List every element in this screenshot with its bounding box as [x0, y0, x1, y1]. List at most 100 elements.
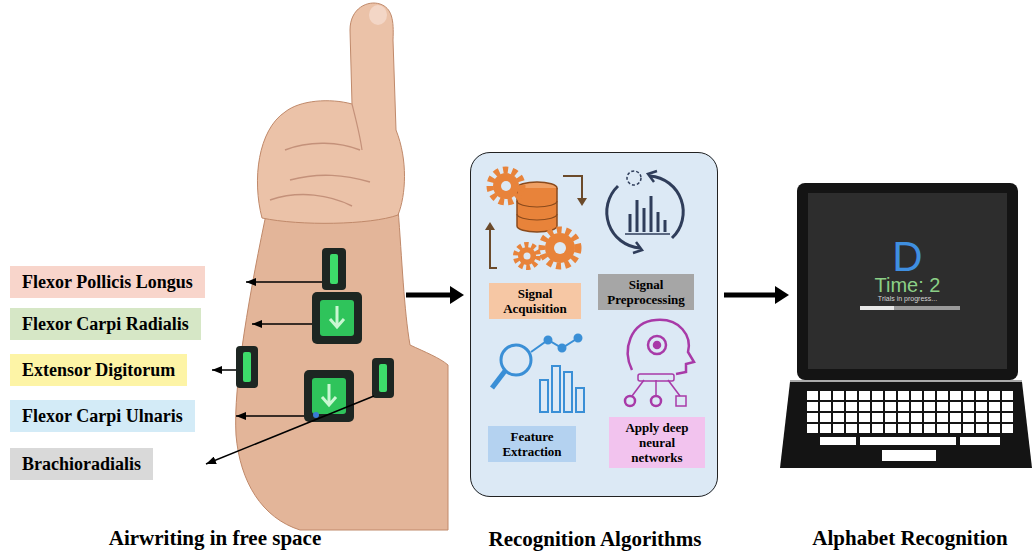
photo-panel: Airwriting in free space [60, 0, 400, 520]
laptop [790, 381, 1022, 382]
leader-line [206, 396, 374, 464]
laptop [882, 450, 936, 461]
laptop [960, 437, 1000, 445]
acquisition-icon [518, 247, 536, 265]
preprocessing-icon [625, 233, 670, 235]
emg-sensor [330, 254, 338, 284]
muscle-name: Brachioradialis [22, 454, 141, 474]
preprocessing-icon [629, 214, 632, 232]
acquisition-icon [524, 253, 531, 260]
arm-photo [257, 3, 404, 223]
preprocessing-icon [607, 186, 640, 248]
leader-line [246, 281, 322, 283]
muscle-name: Flexor Carpi Ulnaris [22, 406, 183, 426]
preprocessing-icon [664, 220, 667, 232]
muscle-label: Flexor Carpi Ulnaris [10, 400, 195, 432]
preprocessing-icon [607, 171, 683, 253]
leader-line [236, 415, 304, 417]
feature-icon [564, 372, 572, 412]
feature-icon [492, 335, 584, 412]
network-icon [668, 380, 680, 396]
step-label: Apply deep neural networks [614, 420, 700, 465]
emg-sensor [320, 300, 354, 336]
step-box: Feature Extraction [488, 426, 576, 462]
flow-arrow [406, 286, 464, 304]
acquisition-icon [517, 188, 557, 232]
muscle-name: Extensor Digitorum [22, 360, 175, 380]
feature-icon [576, 388, 584, 412]
emg-sensor [372, 358, 394, 398]
arrow-shaft [406, 293, 452, 298]
step-label: Signal Preprocessing [603, 277, 689, 307]
network-icon [625, 396, 635, 406]
network-icon [648, 336, 666, 354]
feature-icon [559, 345, 565, 351]
preprocessing-icon [650, 176, 683, 238]
leader-line [252, 323, 312, 325]
laptop [860, 306, 894, 310]
laptop [860, 437, 956, 445]
muscle-label: Flexor Carpi Radialis [10, 308, 201, 340]
caption: Recognition Algorithms [489, 527, 702, 551]
acquisition-icon [516, 245, 538, 267]
arm-photo [290, 175, 370, 182]
arm-photo [236, 3, 448, 530]
feature-icon [540, 380, 548, 412]
arm-photo [270, 195, 352, 206]
muscle-label: Flexor Pollicis Longus [10, 266, 205, 298]
screen-letter: D [795, 236, 1020, 278]
acquisition-icon [485, 170, 587, 268]
network-icon [676, 396, 686, 406]
network-icon [654, 342, 660, 348]
emg-sensor [312, 292, 362, 344]
leader-line [212, 369, 236, 371]
arrow-shaft [724, 293, 777, 298]
preprocessing-icon [627, 171, 641, 185]
preprocessing-icon [648, 171, 657, 182]
acquisition-icon [517, 201, 557, 220]
laptop-screen: DTime: 2Trials in progress...Alphabet Re… [795, 182, 1020, 382]
emg-sensor [236, 346, 258, 388]
laptop [806, 390, 1014, 434]
feature-icon [575, 335, 581, 341]
panel-fill [470, 152, 718, 497]
network-icon [655, 380, 657, 396]
emg-sensor [322, 384, 336, 405]
acquisition-icon [542, 230, 578, 266]
screen-timer: Time: 2 [795, 274, 1020, 296]
emg-sensor [312, 292, 362, 344]
preprocessing-icon [657, 212, 660, 232]
muscle-label: Extensor Digitorum [10, 354, 187, 386]
network-icon [632, 380, 644, 396]
flow-arrow [724, 286, 789, 304]
emg-sensor [322, 248, 346, 290]
network-icon [638, 374, 674, 381]
preprocessing-icon [643, 208, 646, 232]
acquisition-icon [485, 222, 495, 230]
arrow-head [450, 286, 464, 304]
feature-icon [501, 345, 531, 375]
acquisition-icon [490, 170, 522, 202]
feature-icon [545, 337, 551, 343]
feature-icon [492, 371, 505, 388]
muscle-name: Flexor Carpi Radialis [22, 314, 189, 334]
step-label: Signal Acquisition [494, 286, 576, 316]
screen-status: Trials in progress... [795, 295, 1020, 302]
laptop [780, 183, 1032, 468]
acquisition-icon [493, 173, 519, 199]
emg-sensor [372, 358, 394, 398]
step-box: Signal Preprocessing [598, 274, 694, 310]
algorithm-panel: Recognition AlgorithmsSignal Acquisition… [470, 152, 718, 497]
muscle-name: Flexor Pollicis Longus [22, 272, 193, 292]
emg-sensor [379, 364, 387, 392]
preprocessing-icon [633, 242, 642, 253]
arrow-head [775, 286, 789, 304]
feature-icon [552, 366, 560, 412]
arm-photo [285, 143, 360, 150]
feature-icon [531, 338, 578, 352]
laptop [820, 437, 856, 445]
network-icon [628, 320, 694, 374]
arm-photo [369, 5, 387, 25]
step-box: Apply deep neural networks [609, 417, 705, 468]
